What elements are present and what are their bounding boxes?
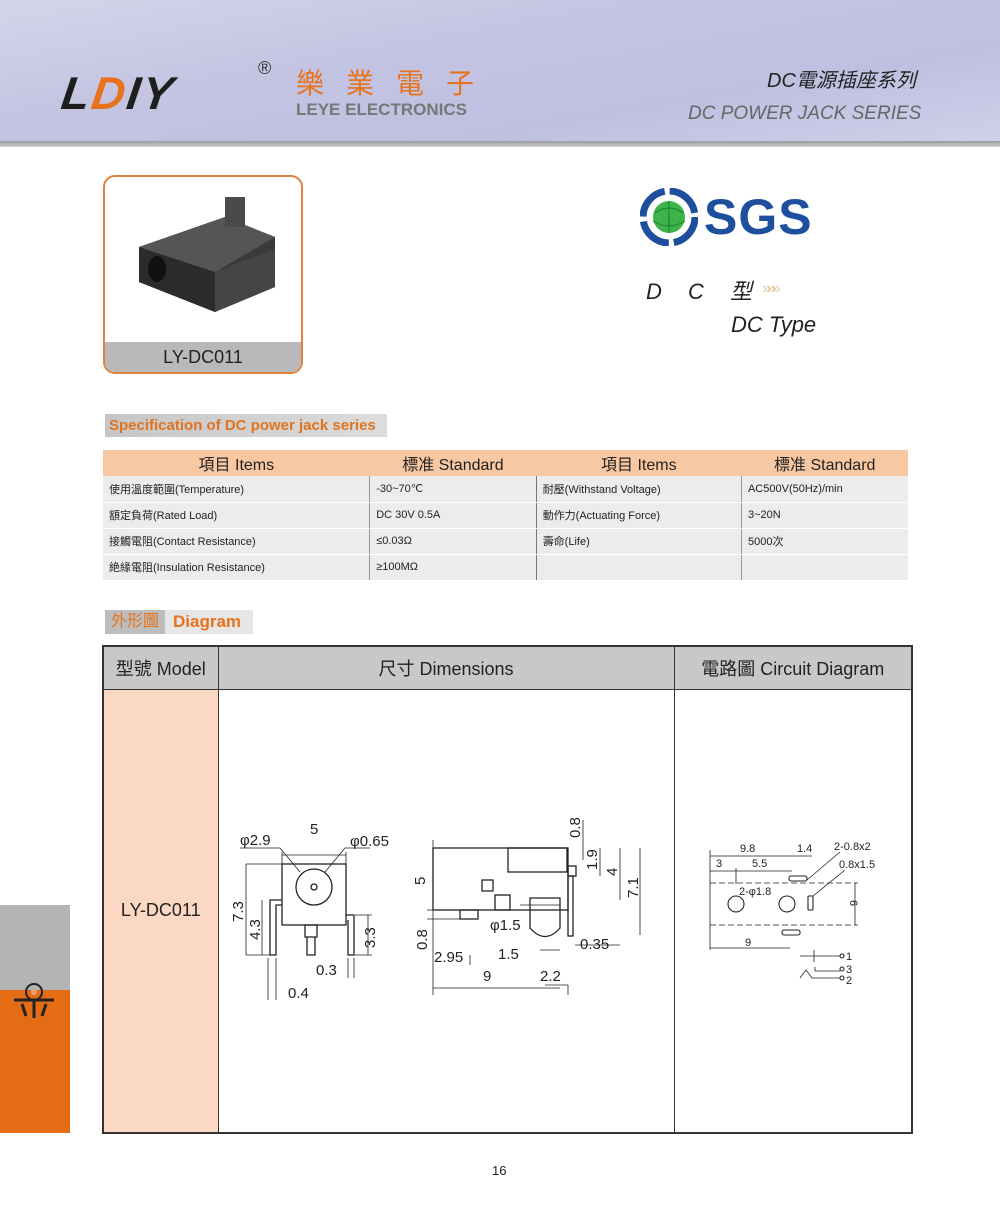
diagram-model-cell: LY-DC011 xyxy=(102,688,219,1134)
spec-cell: 額定負荷(Rated Load) xyxy=(103,502,370,529)
dc-type-en: DC Type xyxy=(731,312,817,337)
spec-cell: ≥100MΩ xyxy=(369,554,537,581)
spec-cell: ≤0.03Ω xyxy=(369,528,537,555)
side-decoration-gray xyxy=(0,905,70,990)
spec-cell: 壽命(Life) xyxy=(535,528,742,555)
header-divider xyxy=(0,141,1000,147)
spec-header-row: 項目 Items 標准 Standard 項目 Items 標准 Standar… xyxy=(103,450,908,476)
diagram-section-label: 外形圖 Diagram xyxy=(105,610,254,634)
company-emblem-icon xyxy=(14,983,54,1018)
spec-cell: 動作力(Actuating Force) xyxy=(535,502,742,529)
spec-cell xyxy=(535,554,742,581)
sgs-logo: SGS xyxy=(640,188,813,246)
product-card: LY-DC011 xyxy=(103,175,303,374)
series-title-cn: DC電源插座系列 xyxy=(767,70,916,92)
diagram-header-model: 型號 Model xyxy=(102,645,219,690)
spec-header: 項目 Items xyxy=(536,450,742,476)
spec-cell: AC500V(50Hz)/min xyxy=(740,476,908,503)
company-name-cn: 樂業電子 xyxy=(296,68,497,99)
spec-cell: 絶緣電阻(Insulation Resistance) xyxy=(103,554,370,581)
chevron-arrows-icon: »»» xyxy=(762,280,781,297)
product-photo xyxy=(139,197,275,312)
spec-cell: 使用溫度範圍(Temperature) xyxy=(103,476,370,503)
header-banner xyxy=(0,0,1000,142)
spec-table: 項目 Items 標准 Standard 項目 Items 標准 Standar… xyxy=(103,450,908,581)
spec-cell: 3~20N xyxy=(740,502,908,529)
series-title-en: DC POWER JACK SERIES xyxy=(688,103,922,124)
spec-cell: DC 30V 0.5A xyxy=(369,502,537,529)
company-name-en: LEYE ELECTRONICS xyxy=(296,100,467,119)
diagram-label-en: Diagram xyxy=(165,610,254,634)
spec-cell: 接觸電阻(Contact Resistance) xyxy=(103,528,370,555)
page-number: 16 xyxy=(492,1163,507,1178)
diagram-label-cn: 外形圖 xyxy=(105,610,166,634)
diagram-header-dimensions: 尺寸 Dimensions xyxy=(217,645,675,690)
registered-mark: ® xyxy=(258,58,272,78)
spec-cell xyxy=(740,554,908,581)
table-row: LY-DC011 xyxy=(102,688,913,1134)
product-model-caption: LY-DC011 xyxy=(105,342,301,372)
spec-header: 標准 Standard xyxy=(369,450,537,476)
diagram-header-row: 型號 Model 尺寸 Dimensions 電路圖 Circuit Diagr… xyxy=(102,645,913,690)
spec-cell: -30~70℃ xyxy=(369,476,537,503)
spec-section-label: Specification of DC power jack series xyxy=(105,414,387,437)
spec-cell: 耐壓(Withstand Voltage) xyxy=(535,476,742,503)
circuit-cell xyxy=(673,688,913,1134)
table-row: 絶緣電阻(Insulation Resistance)≥100MΩ xyxy=(103,554,908,581)
diagram-header-circuit: 電路圖 Circuit Diagram xyxy=(673,645,913,690)
dc-type-cn: D C 型 xyxy=(646,279,763,304)
sgs-text: SGS xyxy=(704,189,813,245)
sgs-globe-icon xyxy=(640,188,698,246)
diagram-table: 型號 Model 尺寸 Dimensions 電路圖 Circuit Diagr… xyxy=(102,645,913,1134)
spec-header: 項目 Items xyxy=(103,450,370,476)
brand-logo: LDIY xyxy=(58,67,179,119)
spec-header: 標准 Standard xyxy=(741,450,908,476)
dimensions-cell xyxy=(217,688,675,1134)
spec-cell: 5000次 xyxy=(740,528,908,555)
